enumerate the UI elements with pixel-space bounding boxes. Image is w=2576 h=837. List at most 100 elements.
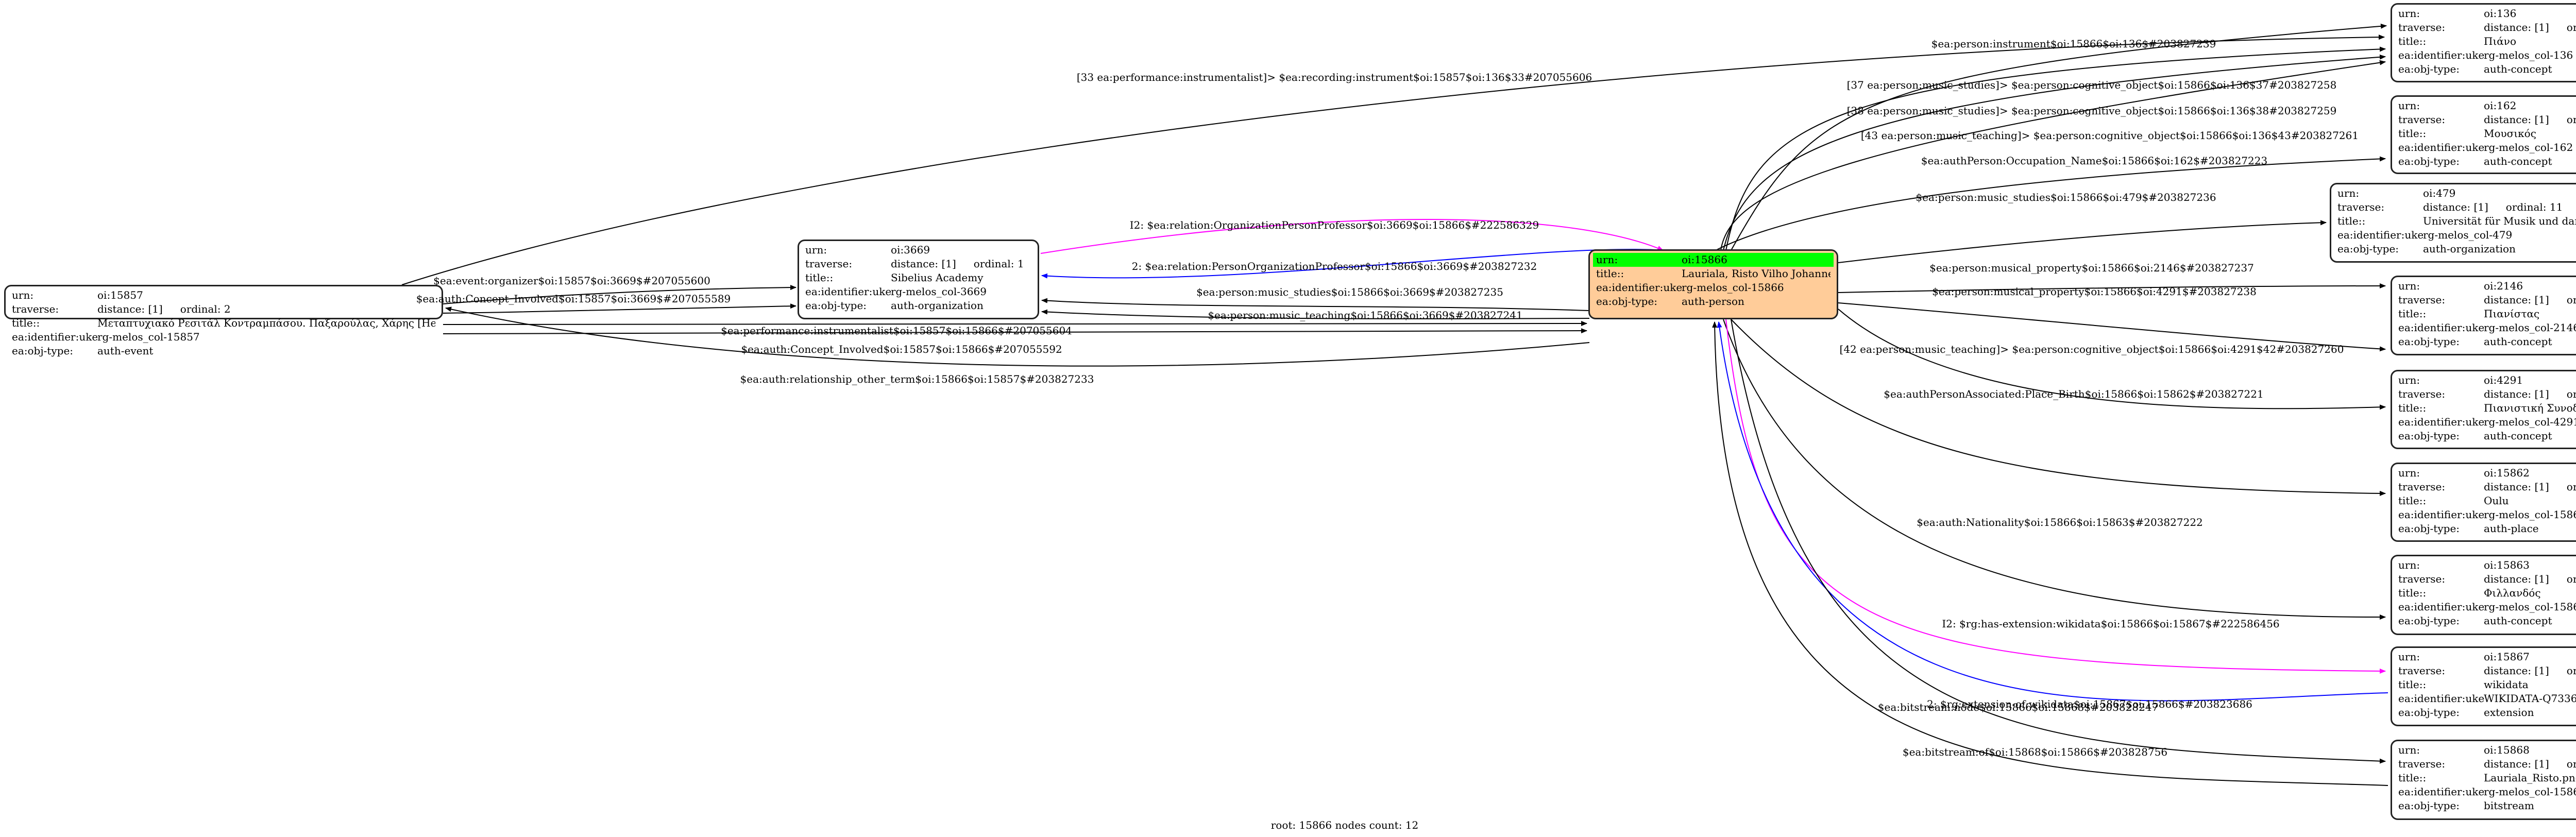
node-field: ea:obj-type: auth-person [1596,295,1831,309]
node-field: traverse:distance: [1]ordinal: 11 [2337,200,2576,214]
node-field-value: oi:136 [2484,7,2517,20]
node-field-key: title:: [805,271,834,284]
node-field-key: title:: [1596,267,1624,280]
node-field-key: ea:identifier:ukey [12,331,97,343]
node-field-key: ea:identifier:ukey [2398,49,2484,61]
node-field-key: traverse: [12,303,59,315]
node-field: ea:obj-type:auth-organization [805,299,1031,313]
edge-label: $ea:authPersonAssociated:Place_Birth$oi:… [1884,388,2264,400]
node-ordinal: ordinal: 1 [973,258,1024,270]
node-field-key: ea:identifier:ukey [2337,229,2423,241]
node-field: traverse:distance: [1]ordinal: 7 [2398,113,2576,127]
node-field: traverse:distance: [1]ordinal: 6 [2398,572,2576,586]
node-field-value: oi:15862 [2484,467,2530,479]
edge-line [443,285,796,304]
edge-line [1725,319,2386,674]
node-field: ea:obj-type:auth-concept [2398,62,2576,76]
node-field-value: auth-concept [2484,430,2552,442]
node-field-key: urn: [2398,559,2420,571]
node-field-key: urn: [2398,99,2420,112]
node-field: title::Μεταπτυχιακό Ρεσιτάλ Κοντραμπάσου… [12,316,435,330]
node-field-key: title:: [2398,35,2427,47]
edge-label: [38 ea:person:music_studies]> $ea:person… [1846,105,2337,117]
node-field-key: title:: [2398,308,2427,320]
node-field-key: traverse: [2398,758,2446,770]
node-field-value: Πιάνο [2484,35,2516,47]
edge-line [1720,60,2386,251]
node-field-value: auth-person [1682,295,1744,308]
edge-label: I2: $rg:has-extension:wikidata$oi:15866$… [1942,618,2280,630]
node-field-value: rg-melos_col-2146 [2484,321,2576,334]
edge-label: $ea:auth:Concept_Involved$oi:15857$oi:36… [416,293,731,305]
node-field-value: bitstream [2484,799,2534,812]
edge-line [1838,220,2327,263]
node-field-value: auth-concept [2484,155,2552,167]
node-field-key: ea:identifier:ukey [1596,281,1682,294]
edge-label: I2: $ea:relation:OrganizationPersonProfe… [1129,219,1539,231]
edge-line [1731,319,2386,764]
node-field: title::Πιάνο [2398,35,2576,48]
node-field-value: rg-melos_col-136 [2484,49,2573,61]
node-field-key: ea:identifier:ukey [805,285,891,298]
node-field-key: ea:identifier:ukey [2398,508,2484,521]
node-field-value: oi:15863 [2484,559,2530,571]
node-field-value: extension [2484,706,2534,719]
node-ordinal: ordinal: 6 [2566,573,2576,585]
node-field-value: oi:15866 [1682,253,1727,266]
node-field: urn:oi:3669 [805,243,1031,257]
node-field-value: rg-melos_col-4291 [2484,416,2576,428]
node-field-value: auth-event [97,345,154,357]
node-field-key: ea:identifier:ukey [2398,141,2484,153]
node-field-key: ea:obj-type: [1596,295,1658,308]
node-field-value: distance: [1]ordinal: 11 [2423,201,2563,213]
node-field: ea:obj-type:auth-concept [2398,155,2576,168]
node-field-key: ea:identifier:ukey [2398,601,2484,613]
node-field-value: rg-melos_col-15862 [2484,508,2576,521]
node-field-value: distance: [1]ordinal: 3 [2484,664,2576,678]
edge-line [1723,54,2386,251]
node-field: urn:oi:15867 [2398,650,2576,664]
edge-label: $ea:bitstream:node$oi:15866$oi:15868$#20… [1877,701,2159,713]
edge-label: $ea:authPerson:Occupation_Name$oi:15866$… [1921,155,2268,167]
node-field-key: urn: [1596,253,1618,266]
node-field-value: oi:15857 [97,289,143,301]
node-field-key: urn: [2398,280,2420,292]
node-field: ea:obj-type:auth-organization [2337,242,2576,256]
edge-line [1838,302,2386,352]
node-ordinal: ordinal: 11 [2505,201,2563,213]
edge-label: $ea:bitstream:of$oi:15868$oi:15866$#2038… [1902,746,2168,758]
node-field-value: auth-concept [2484,63,2552,75]
node-ordinal: ordinal: 5 [2566,481,2576,493]
node-field: title::Φιλλανδός [2398,586,2576,600]
node-field: traverse:distance: [1]ordinal: 8 [2398,293,2576,307]
node-field-key: urn: [2398,744,2420,756]
node-field: urn:oi:15862 [2398,466,2576,480]
node-field: ea:obj-type:auth-event [12,344,435,358]
node-field: ea:obj-type:auth-concept [2398,429,2576,443]
edge-label: $ea:person:musical_property$oi:15866$oi:… [1929,262,2254,274]
node-field: title::Πιανιστική Συνοδεία [2398,401,2576,415]
edge-label: $ea:person:musical_property$oi:15866$oi:… [1932,285,2257,298]
edge-label: $ea:auth:Concept_Involved$oi:15857$oi:15… [741,343,1062,355]
node-field-key: traverse: [2398,664,2446,677]
node-field: title::Πιανίστας [2398,307,2576,321]
node-field: traverse:distance: [1]ordinal: 4 [2398,757,2576,771]
